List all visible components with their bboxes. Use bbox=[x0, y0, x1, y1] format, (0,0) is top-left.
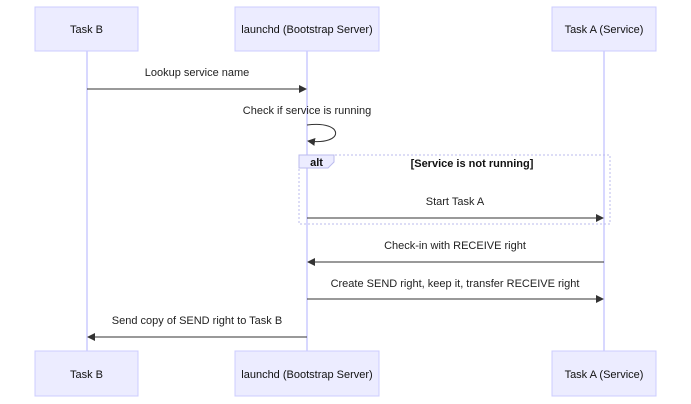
actor-launchd-top: launchd (Bootstrap Server) bbox=[234, 6, 380, 52]
actor-launchd-bottom: launchd (Bootstrap Server) bbox=[234, 350, 380, 397]
message-check-in-label: Check-in with RECEIVE right bbox=[384, 240, 526, 252]
message-start-task-a-label: Start Task A bbox=[426, 196, 485, 208]
alt-fragment: alt [Service is not running] bbox=[298, 154, 611, 225]
message-create-send-right: Create SEND right, keep it, transfer REC… bbox=[307, 278, 604, 303]
message-check-running-label: Check if service is running bbox=[243, 105, 371, 117]
message-check-running-loop bbox=[306, 123, 336, 146]
message-check-running: Check if service is running bbox=[243, 105, 371, 146]
alt-condition: [Service is not running] bbox=[411, 158, 534, 170]
actor-task-b-top-label: Task B bbox=[70, 24, 103, 36]
actor-task-a-top-label: Task A (Service) bbox=[565, 24, 644, 36]
message-send-copy: Send copy of SEND right to Task B bbox=[87, 315, 307, 341]
actor-launchd-bottom-label: launchd (Bootstrap Server) bbox=[241, 369, 372, 381]
actor-task-a-bottom: Task A (Service) bbox=[551, 350, 657, 397]
message-send-copy-label: Send copy of SEND right to Task B bbox=[112, 315, 282, 327]
actor-task-b-bottom: Task B bbox=[34, 350, 139, 397]
actor-task-a-top: Task A (Service) bbox=[551, 6, 657, 52]
message-lookup-service-label: Lookup service name bbox=[145, 67, 250, 79]
message-check-in: Check-in with RECEIVE right bbox=[307, 240, 604, 266]
message-create-send-right-label: Create SEND right, keep it, transfer REC… bbox=[331, 278, 580, 290]
actor-task-b-top: Task B bbox=[34, 6, 139, 52]
message-lookup-service: Lookup service name bbox=[87, 67, 307, 93]
actor-launchd-top-label: launchd (Bootstrap Server) bbox=[241, 24, 372, 36]
alt-fragment-tab bbox=[298, 154, 335, 169]
actor-task-a-bottom-label: Task A (Service) bbox=[565, 369, 644, 381]
alt-fragment-border bbox=[298, 154, 611, 225]
alt-keyword: alt bbox=[310, 157, 323, 169]
actor-task-b-bottom-label: Task B bbox=[70, 369, 103, 381]
message-start-task-a: Start Task A bbox=[307, 196, 604, 222]
